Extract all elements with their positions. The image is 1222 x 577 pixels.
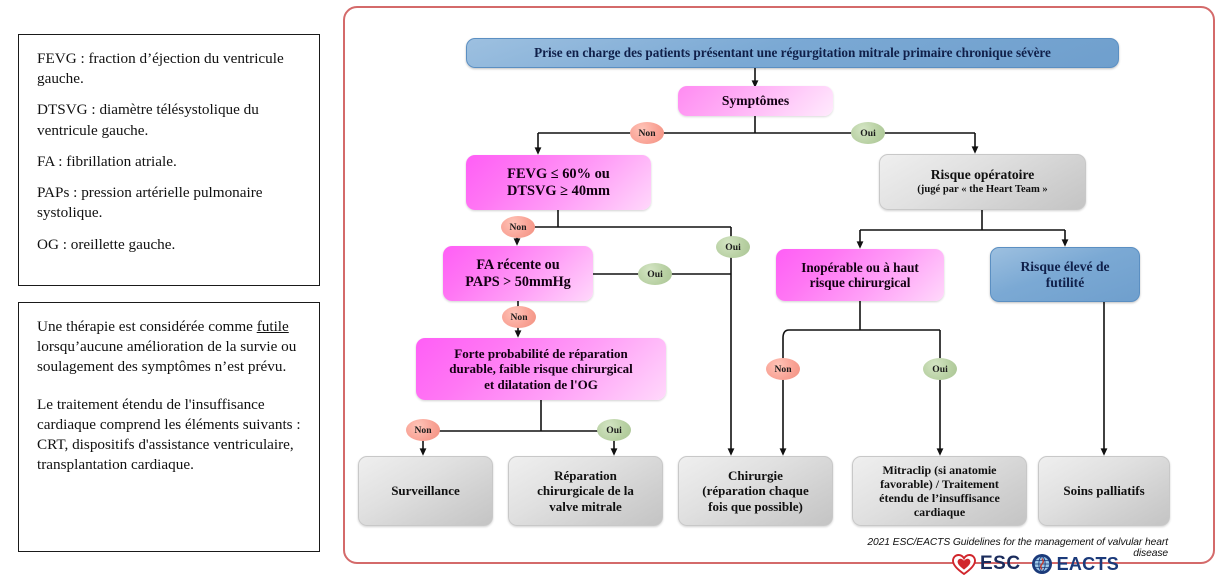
pill-symptomes-non: Non: [630, 122, 664, 144]
pill-inoperable-non: Non: [766, 358, 800, 380]
guidelines-caption: 2021 ESC/EACTS Guidelines for the manage…: [867, 537, 1168, 559]
abbreviations-legend-box: FEVG : fraction d’éjection du ventricule…: [18, 34, 320, 286]
node-fa-line1: FA récente ou: [476, 256, 560, 273]
node-risque-operatoire[interactable]: Risque opératoire (jugé par « the Heart …: [879, 154, 1086, 210]
node-fa-line2: PAPS > 50mmHg: [465, 273, 571, 290]
node-title: Prise en charge des patients présentant …: [466, 38, 1119, 68]
node-reparation-line3: valve mitrale: [549, 498, 622, 514]
node-mitraclip-line2: favorable) / Traitement: [880, 476, 999, 491]
abbr-line-fa: FA : fibrillation atriale.: [37, 152, 177, 170]
note-futility: Une thérapie est considérée comme futile…: [37, 317, 303, 378]
node-chirurgie[interactable]: Chirurgie (réparation chaque fois que po…: [678, 456, 833, 526]
pill-fevg-oui: Oui: [716, 236, 750, 258]
abbr-line-paps: PAPs : pression artérielle pulmonaire sy…: [37, 184, 263, 222]
node-mitraclip-line3: étendu de l’insuffisance: [879, 491, 1000, 505]
node-forte-line2: durable, faible risque chirurgical: [449, 361, 633, 377]
node-chirurgie-line1: Chirurgie: [728, 468, 783, 484]
node-fa-paps[interactable]: FA récente ou PAPS > 50mmHg: [443, 246, 593, 301]
node-risque-operatoire-title: Risque opératoire: [930, 167, 1035, 183]
abbr-line-og: OG : oreillette gauche.: [37, 235, 176, 253]
node-reparation-line2: chirurgicale de la: [537, 483, 634, 499]
node-risque-operatoire-subtitle: (jugé par « the Heart Team »: [917, 184, 1048, 196]
eacts-globe-icon: [1031, 554, 1052, 574]
node-fevg-line1: FEVG ≤ 60% ou: [507, 165, 610, 182]
pill-forte-oui: Oui: [597, 419, 631, 441]
node-mitraclip-line1: Mitraclip (si anatomie: [882, 462, 997, 477]
logo-row: ESC EACTS: [952, 552, 1172, 576]
notes-legend-box: Une thérapie est considérée comme futile…: [18, 302, 320, 552]
node-chirurgie-line3: fois que possible): [708, 498, 803, 514]
node-mitraclip-line4: cardiaque: [913, 505, 966, 520]
abbr-line-dtsvg: DTSVG : diamètre télésystolique du ventr…: [37, 101, 259, 139]
node-reparation-chirurgicale[interactable]: Réparation chirurgicale de la valve mitr…: [508, 456, 663, 526]
esc-logo: ESC: [952, 553, 1021, 575]
node-mitraclip[interactable]: Mitraclip (si anatomie favorable) / Trai…: [852, 456, 1027, 526]
node-symptomes[interactable]: Symptômes: [678, 86, 833, 116]
node-fevg-line2: DTSVG ≥ 40mm: [506, 182, 611, 199]
node-futilite-line2: futilité: [1045, 274, 1085, 290]
eacts-logo-text: EACTS: [1056, 553, 1120, 574]
pill-inoperable-oui: Oui: [923, 358, 957, 380]
node-reparation-line1: Réparation: [554, 468, 617, 484]
node-inoperable[interactable]: Inopérable ou à haut risque chirurgical: [776, 249, 944, 301]
pill-forte-non: Non: [406, 419, 440, 441]
node-futilite-line1: Risque élevé de: [1020, 258, 1110, 274]
abbr-line-fevg: FEVG : fraction d’éjection du ventricule…: [37, 50, 284, 88]
node-forte-line1: Forte probabilité de réparation: [454, 346, 628, 362]
pill-symptomes-oui: Oui: [851, 122, 885, 144]
esc-heart-icon: [952, 553, 976, 575]
pill-fevg-non: Non: [501, 216, 535, 238]
node-risque-futilite[interactable]: Risque élevé de futilité: [990, 247, 1140, 302]
note-futility-part2: lorsqu’aucune amélioration de la survie …: [37, 338, 297, 376]
node-chirurgie-line2: (réparation chaque: [702, 483, 809, 499]
node-inoperable-line2: risque chirurgical: [809, 275, 911, 290]
node-inoperable-line1: Inopérable ou à haut: [801, 259, 919, 275]
node-soins-palliatifs[interactable]: Soins palliatifs: [1038, 456, 1170, 526]
esc-logo-text: ESC: [980, 553, 1021, 574]
node-forte-probabilite[interactable]: Forte probabilité de réparation durable,…: [416, 338, 666, 400]
note-futility-part1: Une thérapie est considérée comme: [37, 318, 257, 335]
node-forte-line3: et dilatation de l'OG: [484, 376, 598, 392]
eacts-logo: EACTS: [1031, 553, 1120, 575]
pill-fa-oui: Oui: [638, 263, 672, 285]
node-fevg-dtsvg[interactable]: FEVG ≤ 60% ou DTSVG ≥ 40mm: [466, 155, 651, 210]
node-surveillance[interactable]: Surveillance: [358, 456, 493, 526]
pill-fa-non: Non: [502, 306, 536, 328]
note-futility-keyword: futile: [256, 318, 289, 335]
note-heart-failure: Le traitement étendu de l'insuffisance c…: [37, 395, 301, 474]
